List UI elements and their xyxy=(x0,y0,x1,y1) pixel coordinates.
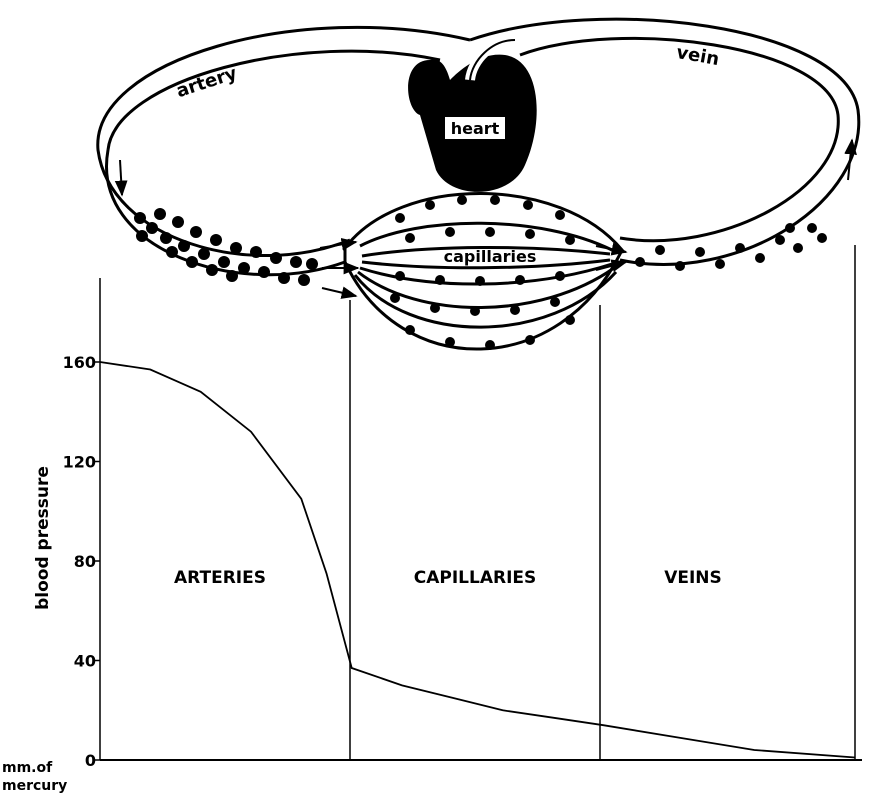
artery-vessel xyxy=(98,27,470,255)
unit-label-line2: mercury xyxy=(2,778,67,794)
region-arteries: ARTERIES xyxy=(174,568,266,588)
y-tick-label: 160 xyxy=(63,353,96,372)
y-tick-label: 0 xyxy=(85,751,96,770)
unit-label-line1: mm.of xyxy=(2,760,53,776)
pressure-curve xyxy=(100,362,855,758)
capillaries-label: capillaries xyxy=(444,247,537,266)
heart-label: heart xyxy=(451,119,500,138)
y-tick-label: 80 xyxy=(74,552,96,571)
artery-label: artery xyxy=(174,63,240,102)
y-axis-label: blood pressure xyxy=(33,466,53,610)
y-ticks: 0 40 80 120 160 xyxy=(63,353,100,770)
region-veins: VEINS xyxy=(664,568,722,588)
heart: heart xyxy=(408,40,537,192)
y-tick-label: 120 xyxy=(63,453,96,472)
region-capillaries: CAPILLARIES xyxy=(414,568,537,588)
y-tick-label: 40 xyxy=(74,652,96,671)
pressure-chart: 0 40 80 120 160 ARTERIES CAPILLARIES VEINS b… xyxy=(2,245,862,794)
